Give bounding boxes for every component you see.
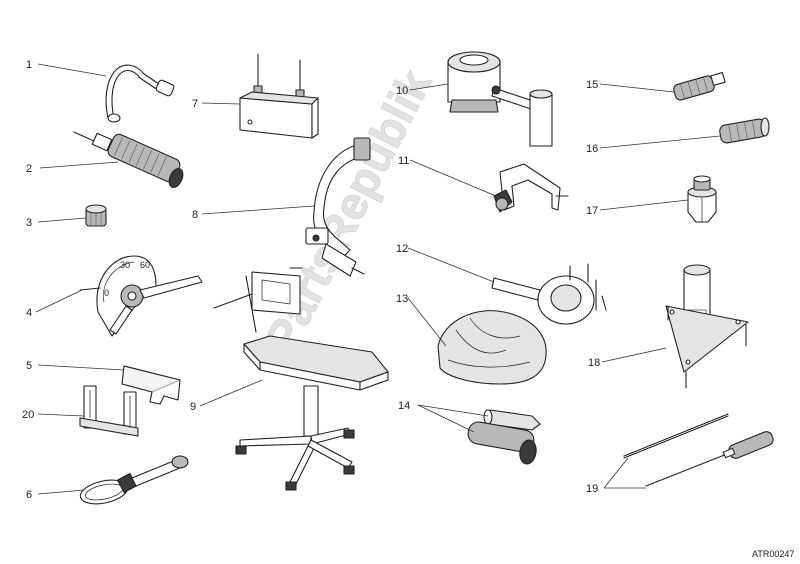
- part-8-curved-bracket: [305, 137, 371, 277]
- part-7-stud-plate: [239, 53, 319, 139]
- svg-text:30: 30: [120, 260, 130, 270]
- reference-code: ATR00247: [752, 549, 794, 559]
- callout-9: 9: [190, 401, 196, 413]
- part-17-socket: [687, 175, 717, 223]
- callout-15: 15: [586, 79, 598, 91]
- part-4-degree-wheel: 0 30 60: [79, 255, 203, 337]
- part-20-frame-gauge: [79, 385, 139, 437]
- part-12-crank-lock: [491, 263, 607, 325]
- part-3-bushing: [85, 204, 107, 227]
- leader-lines: [35, 63, 721, 495]
- part-14-pin-handle: [467, 409, 541, 465]
- callout-16: 16: [586, 143, 598, 155]
- callout-19: 19: [586, 483, 598, 495]
- part-11-bracket-knob: [493, 163, 569, 213]
- callout-13: 13: [396, 293, 408, 305]
- callout-6: 6: [26, 489, 32, 501]
- callout-20: 20: [22, 409, 34, 421]
- callout-11: 11: [398, 155, 409, 167]
- callout-10: 10: [396, 85, 408, 97]
- callout-12: 12: [396, 243, 408, 255]
- svg-text:0: 0: [104, 288, 109, 298]
- callout-5: 5: [26, 360, 32, 372]
- callout-7: 7: [192, 98, 198, 110]
- part-10-holder-tool: [447, 51, 553, 147]
- part-13-cover-bag: [437, 310, 547, 385]
- callout-14: 14: [398, 400, 410, 412]
- callout-2: 2: [26, 163, 32, 175]
- callout-4: 4: [26, 307, 32, 319]
- callout-17: 17: [586, 205, 598, 217]
- svg-text:60: 60: [140, 260, 150, 270]
- part-1-hook-tool: [105, 64, 175, 123]
- callout-3: 3: [26, 217, 32, 229]
- part-16-knurled-sleeve: [719, 117, 770, 144]
- callout-8: 8: [192, 209, 198, 221]
- part-15-knurled-sleeve: [673, 71, 726, 101]
- callout-1: 1: [26, 59, 32, 71]
- part-6-strap-wrench: [79, 455, 189, 505]
- part-18-triangular-stand: [665, 264, 749, 389]
- part-19-rod-and-driver: [623, 413, 774, 487]
- callout-18: 18: [588, 357, 600, 369]
- part-5-flat-plate: [121, 365, 181, 405]
- part-2-knurled-pin: [73, 131, 184, 189]
- callout-numbers: 1 2 3 4 5 6 7 8 9 10 11 12 13 14 15 16 1…: [22, 59, 600, 501]
- part-9-workstand: [213, 267, 389, 491]
